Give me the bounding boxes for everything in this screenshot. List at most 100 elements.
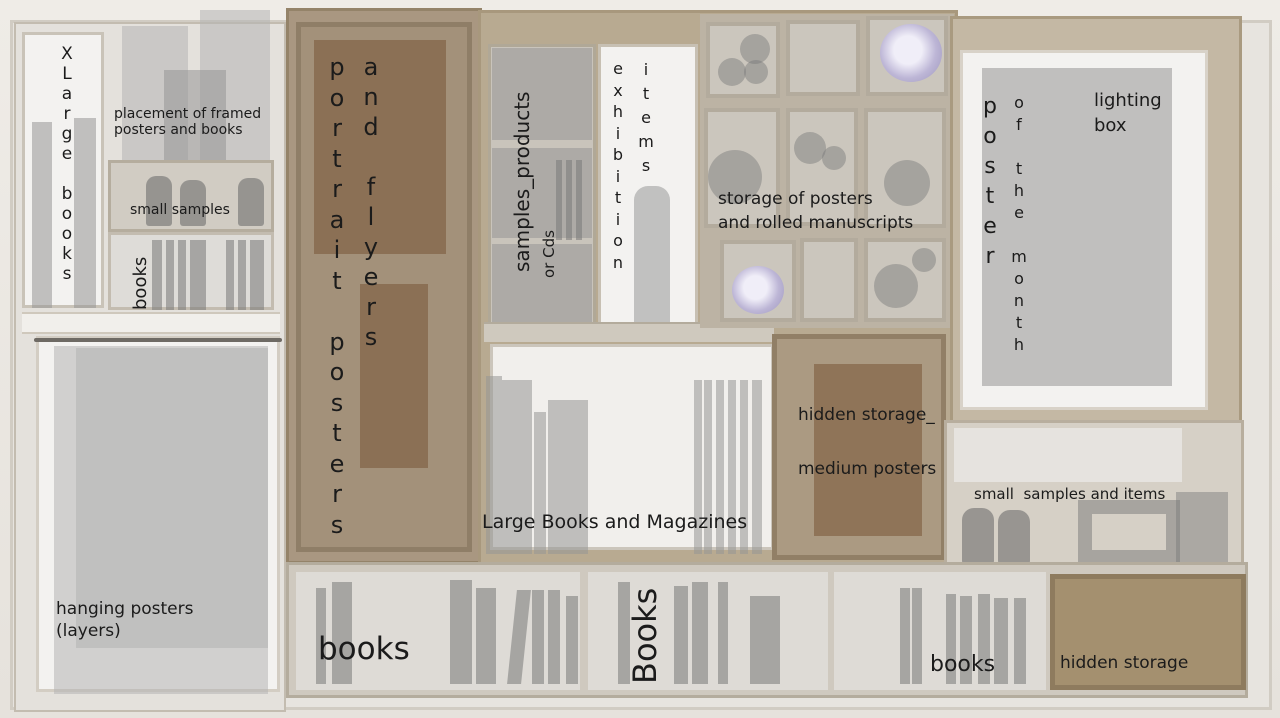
bottle-icon bbox=[998, 510, 1030, 564]
label-books-bottom-middle: Books bbox=[626, 587, 664, 684]
label-medium-posters: medium posters bbox=[798, 459, 937, 479]
label-letter: g bbox=[61, 124, 73, 144]
label-letter bbox=[1008, 136, 1030, 158]
xlarge-book-bar bbox=[74, 118, 96, 308]
bottom-books-right bbox=[834, 572, 1046, 690]
book-bar bbox=[548, 590, 560, 684]
label-letter: e bbox=[613, 59, 623, 78]
label-letter: k bbox=[62, 244, 72, 264]
bottle-icon bbox=[180, 180, 206, 226]
book-bar bbox=[718, 582, 728, 684]
hanging-poster-overlay bbox=[54, 346, 268, 694]
label-letter: e bbox=[641, 108, 651, 127]
bottle-icon bbox=[238, 178, 264, 226]
label-letter: e bbox=[61, 144, 73, 164]
framed-poster-overlay bbox=[164, 70, 226, 164]
label-letter bbox=[52, 164, 82, 184]
label-letter: o bbox=[329, 358, 345, 386]
label-books-bottom-right: books bbox=[930, 652, 996, 677]
label-letter bbox=[356, 142, 386, 172]
book-bar bbox=[1014, 598, 1026, 684]
label-letter: r bbox=[63, 104, 71, 124]
label-letter: h bbox=[612, 102, 624, 121]
large-book-bar bbox=[694, 380, 702, 554]
label-framed-placement: placement of framed posters and books bbox=[114, 106, 262, 139]
label-letter: e bbox=[363, 263, 379, 291]
book-bar bbox=[618, 582, 630, 684]
book-bar bbox=[900, 588, 910, 684]
book-bar bbox=[674, 586, 688, 684]
book-bar bbox=[332, 582, 352, 684]
label-letter: b bbox=[612, 145, 624, 164]
samples-overlay bbox=[492, 48, 592, 140]
book-bar bbox=[166, 240, 174, 310]
book-bar bbox=[750, 596, 780, 684]
label-letter: h bbox=[1013, 181, 1025, 200]
bottle-icon bbox=[962, 508, 994, 564]
label-small-samples-items: small samples and items bbox=[974, 485, 1166, 503]
label-letter: t bbox=[614, 188, 622, 207]
rolled-poster-circle bbox=[884, 160, 930, 206]
large-book-bar bbox=[752, 380, 762, 554]
cd-bar bbox=[576, 160, 582, 240]
rolled-poster-circle bbox=[912, 248, 936, 272]
shelf-divider bbox=[22, 312, 280, 334]
hanging-rod bbox=[34, 338, 282, 342]
book-bar bbox=[450, 580, 472, 684]
label-letter bbox=[1008, 224, 1030, 246]
samples-overlay bbox=[492, 244, 592, 322]
book-bar bbox=[994, 598, 1008, 684]
label-letter: o bbox=[329, 83, 345, 112]
label-letter: o bbox=[61, 224, 73, 244]
label-letter: n bbox=[1013, 291, 1025, 310]
label-letter: r bbox=[332, 175, 342, 203]
large-book-bar bbox=[704, 380, 712, 554]
label-letter: r bbox=[332, 114, 342, 142]
samples-overlay bbox=[492, 148, 592, 238]
label-letter: a bbox=[363, 53, 379, 81]
label-books-bottom-left: books bbox=[318, 631, 410, 667]
cd-bar bbox=[556, 160, 562, 240]
label-letter: t bbox=[332, 266, 342, 295]
label-letter: y bbox=[363, 233, 379, 261]
rolled-poster-circle bbox=[744, 60, 768, 84]
label-letter: d bbox=[363, 113, 379, 141]
label-letter: p bbox=[329, 53, 345, 81]
label-letter: n bbox=[363, 83, 379, 111]
xlarge-book-bar bbox=[32, 122, 52, 308]
label-letter: s bbox=[62, 264, 72, 284]
label-letter: r bbox=[332, 480, 342, 508]
book-bar bbox=[978, 594, 990, 684]
rolled-poster-circle bbox=[740, 34, 770, 64]
label-letter: p bbox=[329, 327, 345, 356]
label-letter: e bbox=[983, 214, 997, 239]
rolled-poster-circle bbox=[874, 264, 918, 308]
label-letter: t bbox=[1015, 159, 1023, 178]
label-lighting-box: lighting box bbox=[1094, 90, 1162, 137]
label-letter: e bbox=[329, 449, 345, 478]
label-books-left: books bbox=[130, 256, 151, 310]
label-letter: t bbox=[332, 144, 342, 173]
label-letter: o bbox=[61, 204, 73, 224]
cd-bar bbox=[566, 160, 572, 240]
book-bar bbox=[238, 240, 246, 310]
sample-item-overlay bbox=[1078, 500, 1180, 564]
rolled-manuscript-icon bbox=[732, 266, 784, 314]
label-letter: m bbox=[638, 132, 654, 151]
rolled-poster-circle bbox=[718, 58, 746, 86]
bottle-icon bbox=[634, 186, 670, 326]
poster-of-month-overlay bbox=[982, 68, 1172, 386]
storage-cell bbox=[786, 20, 860, 96]
book-bar bbox=[476, 588, 496, 684]
label-letter: s bbox=[330, 510, 344, 539]
large-book-bar bbox=[728, 380, 736, 554]
small-samples-right-shelf bbox=[954, 428, 1182, 482]
book-bar bbox=[178, 240, 186, 310]
label-samples-products: samples_products bbox=[510, 91, 534, 272]
label-hidden-storage-1: hidden storage_ bbox=[798, 405, 935, 425]
label-letter: o bbox=[1014, 93, 1024, 112]
large-book-bar bbox=[716, 380, 724, 554]
